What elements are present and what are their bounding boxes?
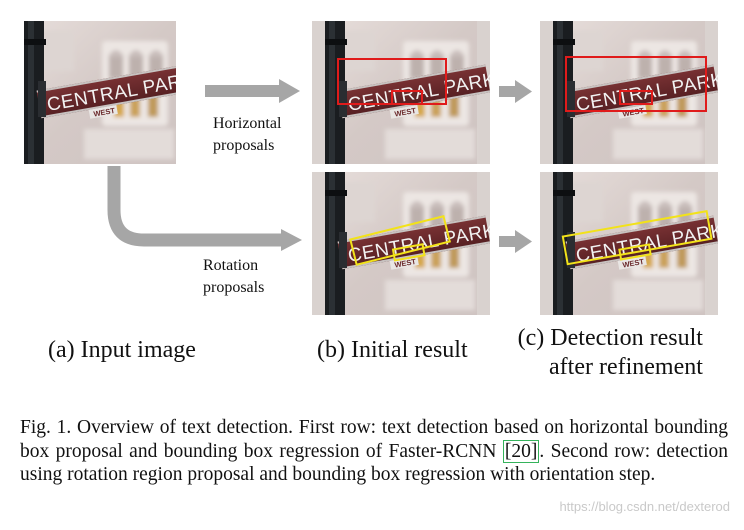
horizontal-proposals-line1: Horizontal bbox=[213, 115, 282, 132]
rotation-proposals-label: Rotation proposals bbox=[203, 255, 264, 299]
panel-a-caption: (a) Input image bbox=[48, 337, 196, 363]
panel-c-caption-line1: (c) Detection result bbox=[517, 325, 703, 351]
caption-suffix: . Second row: detection using rotation r… bbox=[20, 440, 728, 486]
horizontal-box-west bbox=[391, 90, 423, 105]
input-image bbox=[24, 21, 176, 164]
horizontal-proposals-label: Horizontal proposals bbox=[213, 113, 281, 157]
arrow-b-to-c-horizontal bbox=[499, 80, 532, 103]
watermark: https://blog.csdn.net/dexterod bbox=[559, 499, 730, 514]
horizontal-proposals-line2: proposals bbox=[213, 137, 275, 154]
rotation-proposals-line1: Rotation bbox=[203, 257, 259, 274]
rotation-box-refined-west bbox=[618, 243, 652, 261]
flow-arrows bbox=[107, 79, 532, 253]
arrow-b-to-c-rotation bbox=[499, 230, 532, 253]
panel-b-caption: (b) Initial result bbox=[317, 337, 468, 363]
rotation-initial-result bbox=[312, 172, 490, 315]
rotation-box-refined-main bbox=[561, 210, 713, 266]
citation-link[interactable]: [20] bbox=[502, 439, 540, 463]
horizontal-box-refined-main bbox=[565, 56, 707, 112]
panel-c-caption-line2: after refinement bbox=[549, 354, 703, 380]
horizontal-initial-result bbox=[312, 21, 490, 164]
arrow-a-to-b-rotation bbox=[107, 166, 302, 251]
caption-prefix: Fig. 1. Overview of text detection. Firs… bbox=[20, 417, 728, 462]
rotation-box-main bbox=[349, 215, 451, 266]
rotation-proposals-line2: proposals bbox=[203, 279, 265, 296]
rotation-box-west bbox=[391, 243, 426, 262]
panel-c-caption: (c) Detection result after refinement bbox=[513, 324, 703, 382]
arrow-a-to-b-horizontal bbox=[205, 79, 300, 103]
rotation-refined-result bbox=[540, 172, 718, 315]
figure-caption: Fig. 1. Overview of text detection. Firs… bbox=[20, 416, 728, 487]
horizontal-refined-result bbox=[540, 21, 718, 164]
horizontal-box-refined-west bbox=[619, 90, 653, 105]
